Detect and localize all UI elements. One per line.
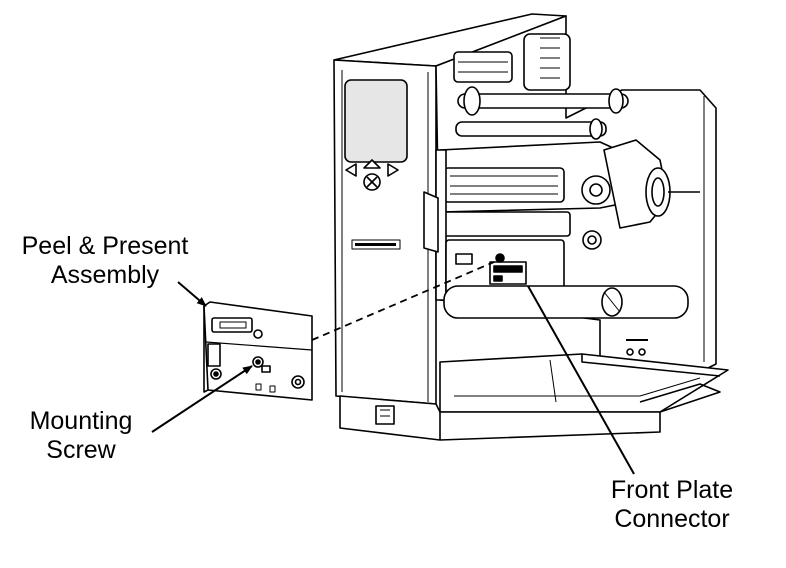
front-plate-connector-label-line2: Connector [614,505,730,533]
printer [333,13,729,441]
printhead-assembly [439,139,700,250]
peel-present-label: Peel & Present Assembly [0,232,210,290]
alignment-dashed-line [311,261,495,341]
printer-display [344,79,408,163]
up-arrow-icon [363,159,381,169]
mounting-screw-label: Mounting Screw [6,407,156,465]
mounting-screw-label-line1: Mounting [29,407,133,435]
platen-roller [443,285,689,319]
mounting-screw-label-line2: Screw [46,436,116,464]
peel-present-label-line1: Peel & Present [21,232,189,260]
peel-present-assembly [203,301,313,401]
peel-present-arrow [177,281,207,307]
left-arrow-icon [345,163,357,177]
mounting-screw-arrow [151,365,253,433]
right-arrow-icon [387,163,399,177]
indicator-light [638,348,646,356]
front-plate-connector-line [527,285,635,475]
printer-base [339,395,661,441]
control-pad [345,159,399,191]
peel-present-label-line2: Assembly [50,261,160,289]
front-plate-connector-label-line1: Front Plate [610,476,734,504]
front-plate-connector-label: Front Plate Connector [588,476,756,534]
leader-lines [151,261,635,475]
ribbon-mechanism [453,33,629,140]
front-plate [445,239,565,301]
indicator-light [626,348,634,356]
